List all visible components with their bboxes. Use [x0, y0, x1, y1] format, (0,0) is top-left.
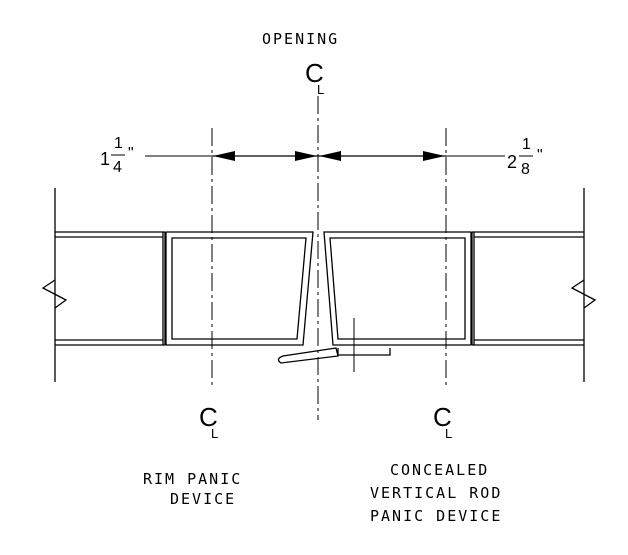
centerline-c: C: [433, 402, 452, 432]
centerline-c: C: [199, 402, 218, 432]
centerline-l: L: [317, 82, 324, 97]
arrowhead: [295, 151, 317, 161]
left-dim-numerator: 1: [114, 135, 123, 152]
left-frame: [41, 231, 166, 346]
break-symbol: [41, 279, 68, 309]
concealed-label-line3: PANIC DEVICE: [370, 507, 502, 525]
astragal: [277, 347, 339, 364]
opening-label: OPENING: [262, 30, 339, 48]
left-dim-whole: 1: [100, 149, 110, 169]
break-symbol: [570, 279, 597, 309]
rim-label-line2: DEVICE: [170, 490, 236, 508]
right-dim-denominator: 8: [521, 161, 530, 178]
left-dim-unit: ": [128, 145, 134, 162]
left-door-leaf: [165, 231, 314, 346]
arrowhead: [423, 151, 445, 161]
concealed-device-centerline-symbol: C L: [433, 402, 452, 441]
left-dimension-text: 1 1 4 ": [100, 135, 134, 176]
centerline-l: L: [445, 426, 452, 441]
right-dimension-text: 2 1 8 ": [507, 136, 543, 178]
arrowhead: [213, 151, 235, 161]
left-dim-denominator: 4: [113, 159, 122, 176]
concealed-label-line2: VERTICAL ROD: [370, 484, 502, 502]
centerline-c: C: [305, 58, 324, 88]
opening-centerline-symbol: C L: [305, 58, 324, 97]
rim-device-centerline-symbol: C L: [199, 402, 218, 441]
dimension-line: [145, 151, 505, 161]
right-dim-numerator: 1: [522, 136, 531, 153]
rim-label-line1: RIM PANIC: [143, 470, 242, 488]
arrowhead: [319, 151, 341, 161]
right-frame: [471, 231, 597, 346]
centerline-l: L: [211, 426, 218, 441]
concealed-label-line1: CONCEALED: [390, 461, 489, 479]
right-dim-whole: 2: [507, 152, 517, 172]
vertical-rod: [337, 318, 391, 372]
right-dim-unit: ": [537, 147, 543, 164]
right-door-leaf: [323, 231, 472, 346]
